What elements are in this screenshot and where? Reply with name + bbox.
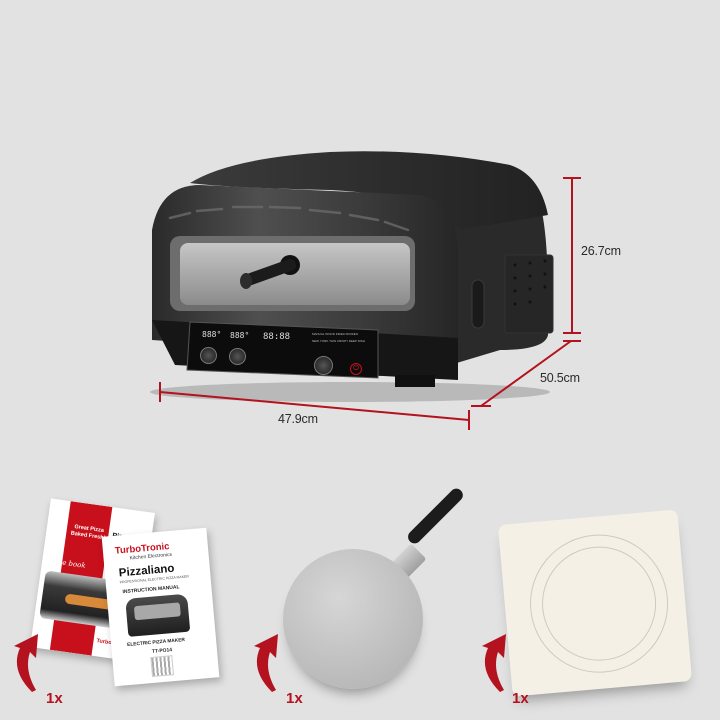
width-dimension-label: 47.9cm bbox=[278, 412, 318, 426]
mode-knob[interactable] bbox=[314, 356, 333, 375]
qty-label-peel: 1x bbox=[286, 690, 303, 707]
display-left: 888° bbox=[202, 330, 222, 339]
height-dimension-label: 26.7cm bbox=[581, 244, 621, 258]
qty-label-stone: 1x bbox=[512, 690, 529, 707]
mode-labels: MANUAL WOOD FIRED FROZEN NEW YORK THIN C… bbox=[312, 332, 365, 343]
arrow-icons bbox=[14, 634, 506, 692]
knob-mid[interactable] bbox=[229, 348, 246, 365]
pizza-peel bbox=[283, 549, 423, 689]
curved-arrow-icon bbox=[254, 634, 278, 692]
knob-left[interactable] bbox=[200, 347, 217, 364]
qty-label-books: 1x bbox=[46, 690, 63, 707]
display-mid: 888° bbox=[230, 331, 250, 340]
peel-handle bbox=[405, 485, 466, 547]
pizza-oven-image bbox=[150, 151, 554, 402]
dimension-lines bbox=[159, 177, 581, 430]
manual-title: INSTRUCTION MANUAL bbox=[122, 584, 180, 596]
power-button[interactable]: ⏻ bbox=[350, 363, 362, 375]
display-time: 88:88 bbox=[263, 332, 291, 342]
control-panel: 888° 888° 88:88 ⏻ MANUAL WOOD FIRED FROZ… bbox=[190, 323, 378, 378]
curved-arrow-icon bbox=[482, 634, 506, 692]
depth-dimension-label: 50.5cm bbox=[540, 371, 580, 385]
curved-arrow-icon bbox=[14, 634, 38, 692]
